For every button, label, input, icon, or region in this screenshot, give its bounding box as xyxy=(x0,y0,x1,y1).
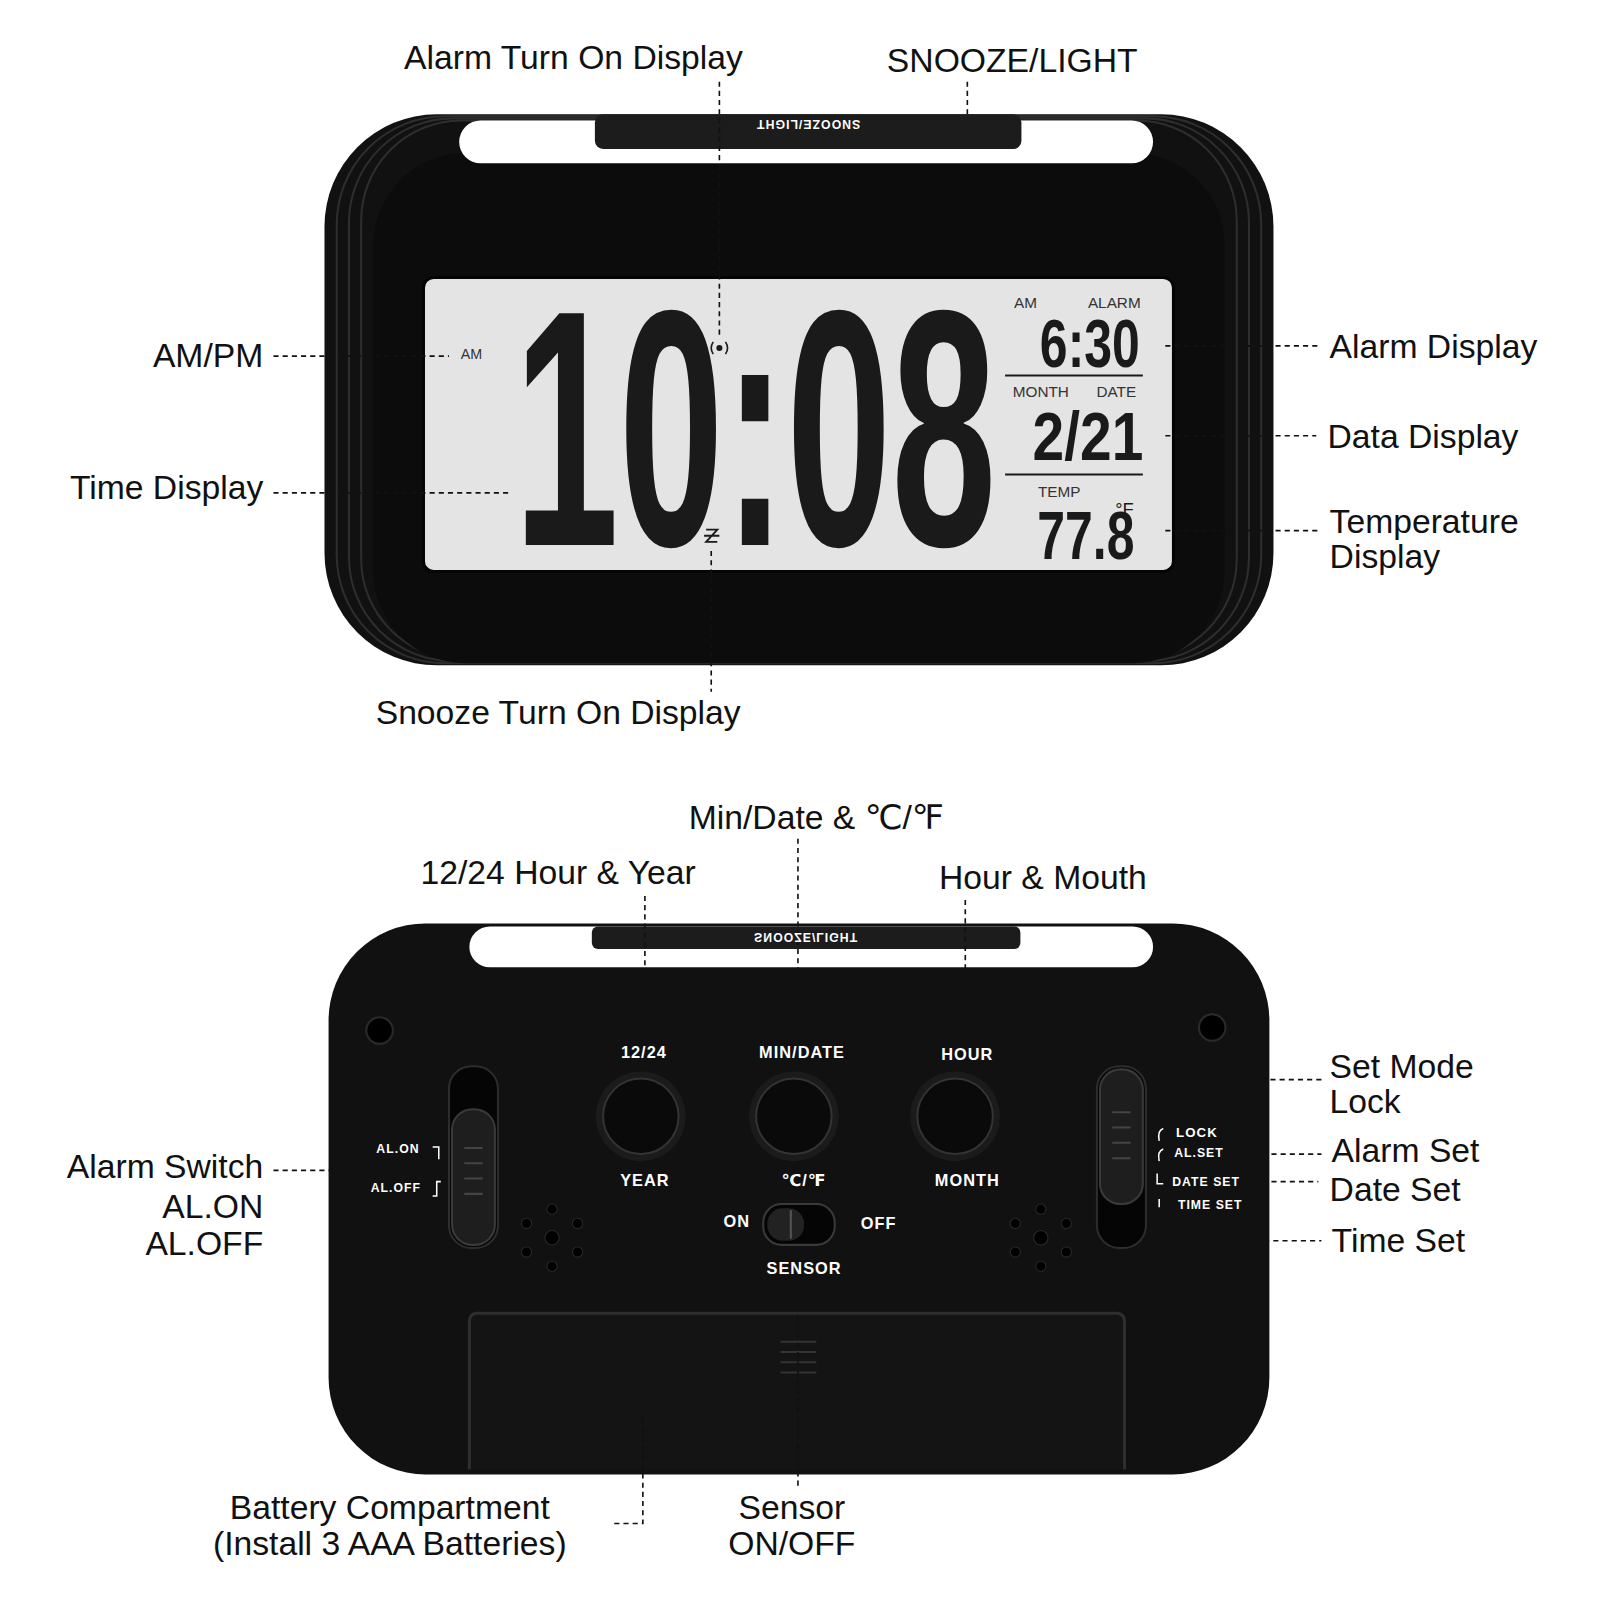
callout-label: Alarm Turn On Display xyxy=(404,40,743,75)
callout-label: AM/PM xyxy=(153,338,263,373)
callout-label: Temperature Display xyxy=(1330,504,1565,575)
lcd-indicator: DATE xyxy=(1096,384,1136,400)
lcd-indicator: AM xyxy=(1014,295,1037,311)
callout-label: Min/Date & ℃/℉ xyxy=(689,800,944,835)
lcd-alarm-time: 6:30 xyxy=(1040,308,1140,377)
lcd-indicator: AM xyxy=(461,347,482,362)
callout-label: Snooze Turn On Display xyxy=(376,696,741,731)
callout-label: Sensor ON/OFF xyxy=(715,1491,868,1562)
button-label: YEAR xyxy=(620,1172,669,1189)
lcd-date: 2/21 xyxy=(1032,401,1143,470)
leader-lines xyxy=(273,82,1321,1524)
callout-label: Alarm Display xyxy=(1330,329,1538,364)
switch-label: SENSOR xyxy=(767,1261,842,1278)
switch-label: OFF xyxy=(861,1215,897,1232)
switch-label: TIME SET xyxy=(1178,1199,1243,1212)
switch-label: LOCK xyxy=(1176,1126,1218,1140)
callout-label: Set Mode Lock xyxy=(1330,1049,1503,1120)
switch-label: AL.ON xyxy=(376,1143,419,1156)
callout-label: Time Set xyxy=(1332,1223,1465,1258)
button-text: SNOOZE/LIGHT xyxy=(756,117,860,130)
button-text: SNOOZE/LIGHT xyxy=(754,930,858,943)
switch-label: AL.SET xyxy=(1174,1147,1224,1160)
switch-label: DATE SET xyxy=(1172,1175,1240,1188)
button-label: ℃/℉ xyxy=(782,1172,827,1189)
button-label: MONTH xyxy=(935,1172,1000,1189)
callout-label: Time Display xyxy=(70,470,263,505)
button-label: MIN/DATE xyxy=(759,1044,845,1061)
switch-label: ON xyxy=(723,1213,750,1230)
callout-label: Battery Compartment (Install 3 AAA Batte… xyxy=(181,1491,599,1562)
lcd-indicator: MONTH xyxy=(1013,384,1069,400)
callout-label: AL.ON xyxy=(162,1189,263,1224)
clock-back xyxy=(329,923,1270,1474)
callout-label: Data Display xyxy=(1328,419,1519,454)
lcd-indicator: TEMP xyxy=(1038,484,1081,500)
callout-label: Date Set xyxy=(1330,1172,1461,1207)
switch-label: AL.OFF xyxy=(371,1181,421,1194)
clock-front xyxy=(324,114,1273,665)
callout-label: AL.OFF xyxy=(145,1226,263,1261)
callout-label: SNOOZE/LIGHT xyxy=(887,44,1138,79)
button-label: HOUR xyxy=(941,1047,993,1064)
callout-label: Alarm Switch xyxy=(67,1149,263,1184)
button-label: 12/24 xyxy=(621,1044,667,1061)
callout-label: Alarm Set xyxy=(1332,1133,1480,1168)
callout-label: Hour & Mouth xyxy=(939,860,1147,895)
callout-label: 12/24 Hour & Year xyxy=(421,855,696,890)
lcd-time: 10:08 xyxy=(514,260,996,597)
lcd-temperature: 77.8 xyxy=(1037,500,1134,569)
